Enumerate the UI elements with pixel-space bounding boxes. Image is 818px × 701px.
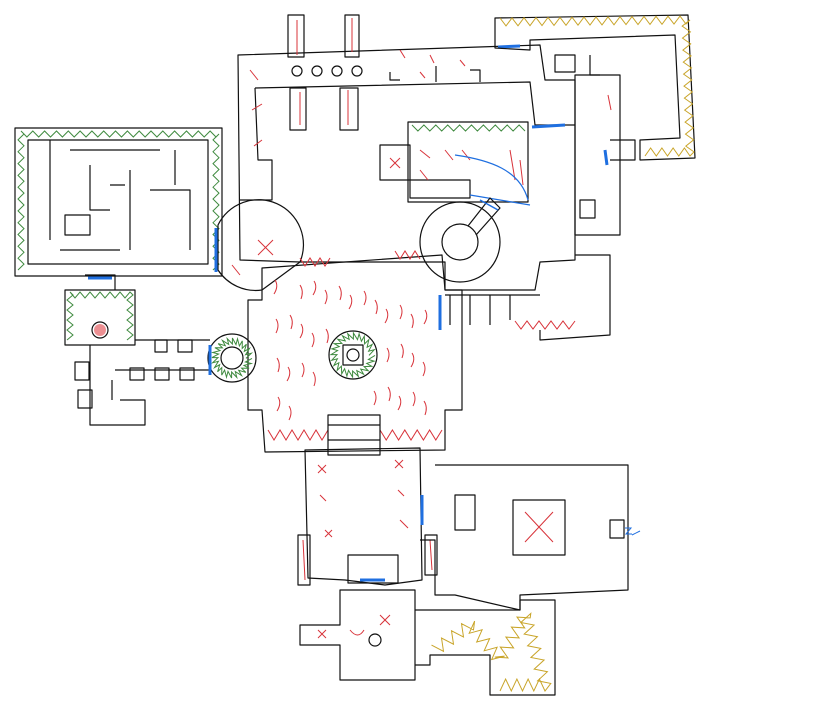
zigzag-stroke	[411, 124, 526, 132]
hazard-stroke	[289, 314, 293, 330]
hazard-stroke	[299, 323, 304, 339]
hazard-stroke	[312, 280, 317, 296]
cell-green-border	[66, 291, 134, 341]
inner-green-room	[379, 121, 531, 206]
hazard-stroke	[399, 304, 403, 320]
red-hazard-strokes	[273, 279, 428, 421]
hazard-stroke	[324, 289, 328, 305]
central-chamber	[247, 250, 576, 456]
lower-right-room	[420, 464, 641, 611]
pillar-circle	[351, 65, 363, 77]
zigzag-stroke	[379, 429, 443, 441]
hazard-stroke	[410, 352, 415, 368]
zigzag-stroke	[394, 250, 421, 260]
hazard-stroke	[325, 328, 329, 344]
hazard-stroke	[387, 386, 391, 402]
pillar-circle	[311, 65, 323, 77]
hazard-stroke	[273, 279, 278, 295]
hazard-stroke	[410, 313, 414, 329]
lower-corridor	[297, 447, 438, 586]
zigzag-stroke	[17, 130, 220, 271]
top-hall	[237, 14, 612, 291]
zigzag-stroke	[329, 331, 376, 379]
left-round-room	[214, 199, 305, 292]
inner-green-border	[411, 124, 526, 132]
hazard-stroke	[275, 318, 279, 334]
zigzag-stroke	[499, 15, 695, 157]
hazard-stroke	[286, 366, 291, 382]
hazard-stroke	[288, 405, 292, 421]
hazard-stroke	[412, 391, 416, 407]
hazard-stroke	[276, 357, 280, 373]
left-green-ring	[210, 336, 254, 380]
zigzag-stroke	[299, 257, 331, 267]
hazard-stroke	[386, 347, 390, 363]
zigzag-stroke	[514, 320, 576, 330]
hazard-stroke	[311, 332, 315, 348]
hazard-stroke	[422, 361, 426, 377]
left-wing	[64, 274, 257, 426]
hazard-stroke	[397, 395, 402, 411]
hazard-stroke	[312, 371, 316, 387]
right-round-room	[419, 197, 501, 283]
hazard-stroke	[348, 294, 353, 310]
zigzag-stroke	[431, 612, 552, 693]
hazard-stroke	[373, 390, 377, 406]
hazard-stroke	[423, 400, 427, 416]
hazard-stroke	[400, 343, 404, 359]
bottom-rooms	[299, 589, 556, 696]
zigzag-stroke	[66, 291, 134, 341]
gold-scribble	[499, 15, 695, 157]
zigzag-stroke	[267, 429, 329, 441]
maze-green-border	[17, 130, 220, 271]
hazard-stroke	[384, 308, 389, 324]
hazard-stroke	[374, 299, 378, 315]
pillar-circle	[331, 65, 343, 77]
hazard-stroke	[276, 396, 281, 412]
gold-loop	[494, 14, 696, 341]
hazard-stroke	[299, 284, 303, 300]
hazard-stroke	[363, 290, 367, 306]
hazard-stroke	[423, 309, 428, 325]
hazard-stroke	[301, 362, 305, 378]
central-red-border	[267, 250, 576, 441]
maze-room	[14, 127, 223, 277]
gold-scribble-bottom	[431, 612, 552, 693]
pillar-circle	[291, 65, 303, 77]
hazard-stroke	[338, 285, 342, 301]
zigzag-stroke	[210, 336, 254, 380]
central-green-ring	[329, 331, 376, 379]
